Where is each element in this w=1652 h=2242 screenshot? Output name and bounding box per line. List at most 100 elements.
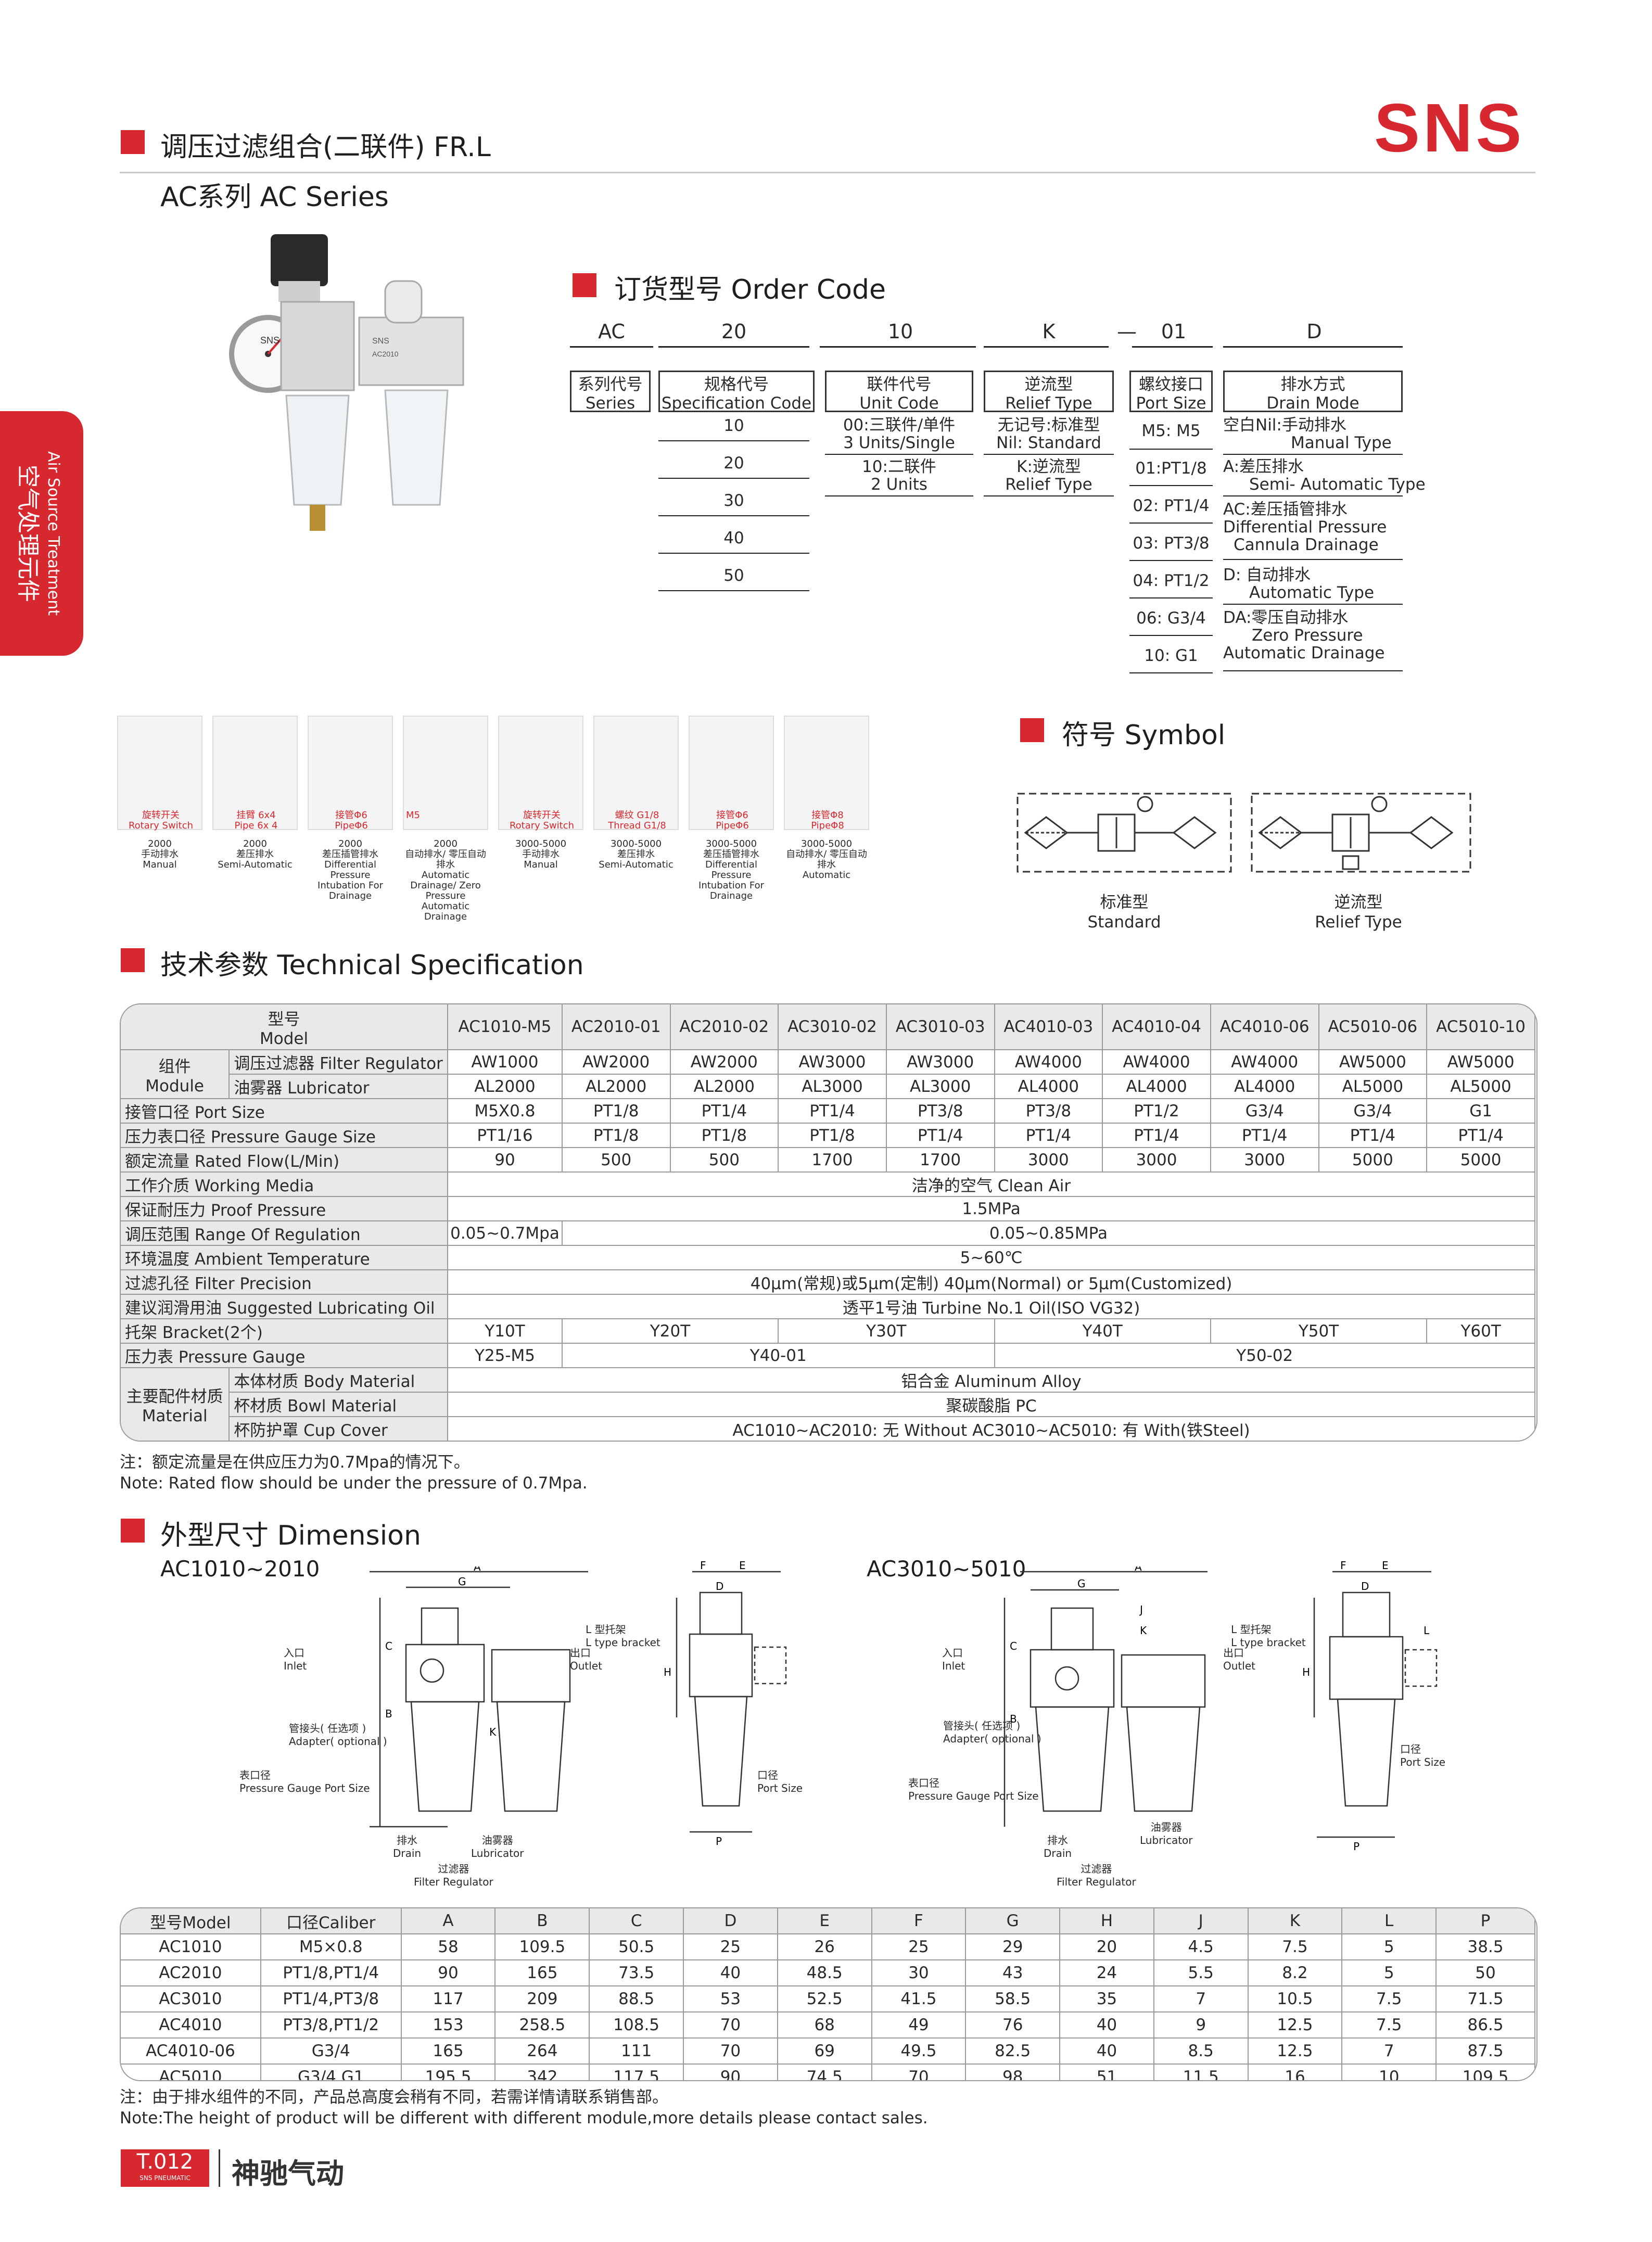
dim-label: H [1302, 1666, 1310, 1678]
symbol-heading: 符号 Symbol [1062, 720, 1226, 751]
product-label-model: AC2010 [372, 350, 399, 358]
dim-label: G [1077, 1577, 1086, 1590]
dimension-note: 注：由于排水组件的不同，产品总高度会稍有不同，若需详情请联系销售部。Note:T… [120, 2088, 928, 2128]
spec-option: 30 [723, 491, 744, 510]
brand-logo: SNS [1374, 90, 1525, 166]
dim-label: J [1139, 1603, 1143, 1616]
port-option: M5: M5 [1141, 422, 1201, 440]
code-spec: 20 [721, 320, 747, 343]
dim-label: C [1010, 1640, 1017, 1652]
company-name: 神驰气动 [232, 2157, 344, 2190]
footer-divider [219, 2149, 220, 2187]
port-option: 02: PT1/4 [1133, 496, 1210, 515]
spec-option: 20 [723, 454, 744, 473]
port-option: 03: PT3/8 [1133, 534, 1210, 553]
side-tab-en: Air Source Treatment [44, 451, 62, 616]
spec-option: 50 [723, 566, 744, 585]
dim-label: D [716, 1580, 723, 1593]
dim-label: G [458, 1575, 466, 1588]
product-photo: SNS SNS AC2010 [229, 234, 464, 531]
port-option: 06: G3/4 [1136, 609, 1206, 628]
dim-label: P [716, 1835, 722, 1848]
dim-label: H [664, 1666, 671, 1678]
dim-label: D [1361, 1580, 1369, 1593]
adapter-label: 管接头( 任选项 )Adapter( optional ) [943, 1719, 1041, 1745]
page-number-badge: T.012 SNS PNEUMATIC [121, 2149, 209, 2187]
dim-label: A [474, 1566, 481, 1573]
section-marker [121, 1519, 145, 1543]
side-tab: 空气处理元件 Air Source Treatment [0, 411, 83, 656]
dim-label: C [385, 1640, 392, 1652]
port-option: 10: G1 [1144, 646, 1198, 665]
dimension-drawing-side-large: F E D L H P [1302, 1561, 1438, 1853]
drain-photo: M5 [403, 716, 488, 830]
section-marker [121, 948, 145, 972]
code-relief: K [1042, 320, 1056, 343]
page-title: 调压过滤组合(二联件) FR.L [160, 132, 491, 163]
dim-label: L [1424, 1624, 1430, 1637]
code-series: AC [598, 320, 625, 343]
tech-spec-heading: 技术参数 Technical Specification [160, 950, 584, 981]
code-drain: D [1306, 320, 1322, 343]
dim-label: F [1340, 1561, 1346, 1572]
dim-label: A [1135, 1566, 1142, 1573]
spec-option: 40 [723, 529, 744, 547]
dim-label: E [739, 1561, 746, 1572]
dim-label: K [1140, 1624, 1147, 1637]
dimension-drawing-side-small: F E D H P [664, 1561, 787, 1848]
code-unit: 10 [887, 320, 913, 343]
dim-label: B [1010, 1713, 1017, 1725]
dimension-drawing-front-small: A G C B K [370, 1566, 588, 1828]
dim-label: P [1353, 1840, 1359, 1853]
code-port: 01 [1161, 320, 1187, 343]
port-option: 04: PT1/2 [1133, 571, 1210, 590]
symbol-diagram [1016, 793, 1471, 873]
series-title: AC系列 AC Series [160, 182, 389, 213]
dimension-left-title: AC1010~2010 [160, 1556, 320, 1582]
dim-label: B [385, 1708, 392, 1720]
section-marker [121, 130, 145, 154]
dim-label: E [1382, 1561, 1389, 1572]
dim-label: F [700, 1561, 706, 1572]
